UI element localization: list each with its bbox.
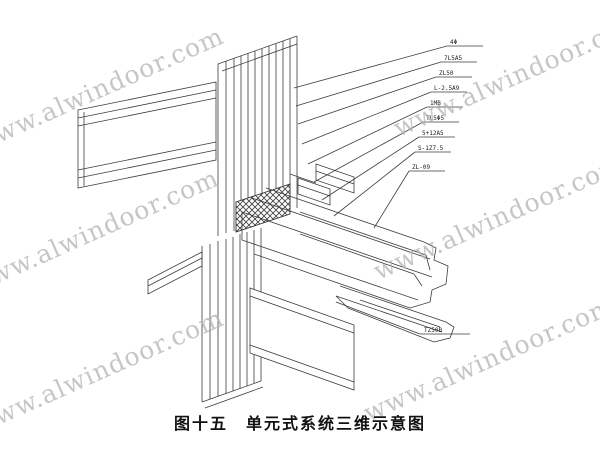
callout-label: 7L5A5 <box>444 55 462 62</box>
mullion-upper <box>217 35 298 236</box>
profile-lower-right <box>335 285 455 343</box>
leader-lines <box>293 45 483 335</box>
callout-label: 4Φ <box>450 39 458 46</box>
callout-label: L-2.5A9 <box>434 85 460 92</box>
callout-label: ZL50 <box>439 70 454 77</box>
callout-label: ZL-09 <box>412 164 430 171</box>
callout-label: TL5Φ5 <box>426 115 444 122</box>
callout-label: 1MB <box>430 100 441 107</box>
glass-panel-upper <box>77 81 217 189</box>
figure-caption: 图十五 单元式系统三维示意图 <box>173 414 426 433</box>
callout-label: 5+12A5 <box>422 130 444 137</box>
callout-label: TZ50B <box>424 327 442 334</box>
callout-labels: 4Φ 7L5A5 ZL50 L-2.5A9 1MB TL5Φ5 5+12A5 S… <box>412 39 462 334</box>
transom <box>241 163 449 309</box>
glass-panel-lower-left <box>147 251 203 295</box>
glass-panel-lower <box>249 287 355 391</box>
callout-label: S-1Z7.5 <box>418 145 444 152</box>
